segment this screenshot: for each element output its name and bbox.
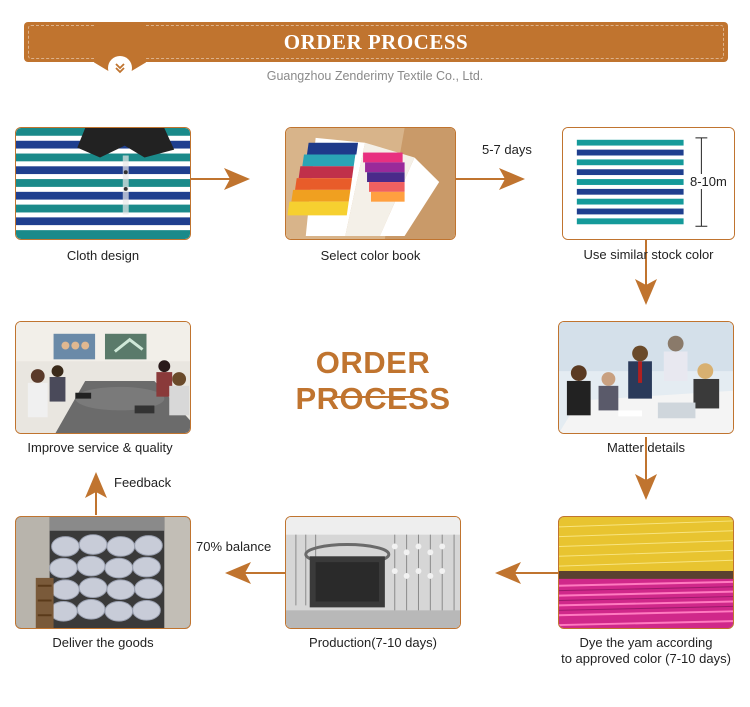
caption-matter-details: Matter details (606, 440, 686, 455)
caption-stock-color: Use similar stock color (583, 247, 714, 262)
caption-color-book: Select color book (320, 248, 421, 263)
arrow-left-icon (495, 562, 521, 584)
photo-deliver-goods (15, 516, 191, 629)
photo-matter-details (558, 321, 734, 434)
photo-stock-color (562, 127, 735, 240)
center-title-underline (335, 396, 415, 398)
arrow-up-icon (85, 472, 107, 498)
company-subtitle: Guangzhou Zenderimy Textile Co., Ltd. (266, 69, 484, 83)
caption-deliver-goods: Deliver the goods (52, 635, 154, 650)
length-note: 8-10m (689, 174, 728, 189)
arrow-right-icon (224, 168, 250, 190)
lead-time-note: 5-7 days (482, 142, 532, 157)
caption-dye-yarn-line2: to approved color (7-10 days) (561, 651, 731, 666)
feedback-note: Feedback (114, 475, 172, 490)
caption-improve-service: Improve service & quality (27, 440, 173, 455)
center-title: ORDER PROCESS (295, 345, 451, 416)
chevron-down-icon (108, 56, 132, 80)
arrow-down-icon (635, 279, 657, 305)
photo-dye-yarn (558, 516, 734, 629)
photo-color-book (285, 127, 456, 240)
banner-border (28, 25, 724, 59)
caption-dye-yarn-line1: Dye the yam according (579, 635, 713, 650)
photo-cloth-design (15, 127, 191, 240)
photo-improve-service (15, 321, 191, 434)
arrow-down-icon (635, 474, 657, 500)
banner-title: ORDER PROCESS (283, 30, 469, 54)
caption-dye-yarn: Dye the yam according to approved color … (548, 635, 744, 667)
arrow-right-icon (499, 168, 525, 190)
photo-production (285, 516, 461, 629)
caption-cloth-design: Cloth design (66, 248, 140, 263)
balance-note: 70% balance (196, 539, 272, 554)
arrow-left-icon (225, 562, 251, 584)
caption-production: Production(7-10 days) (309, 635, 437, 650)
